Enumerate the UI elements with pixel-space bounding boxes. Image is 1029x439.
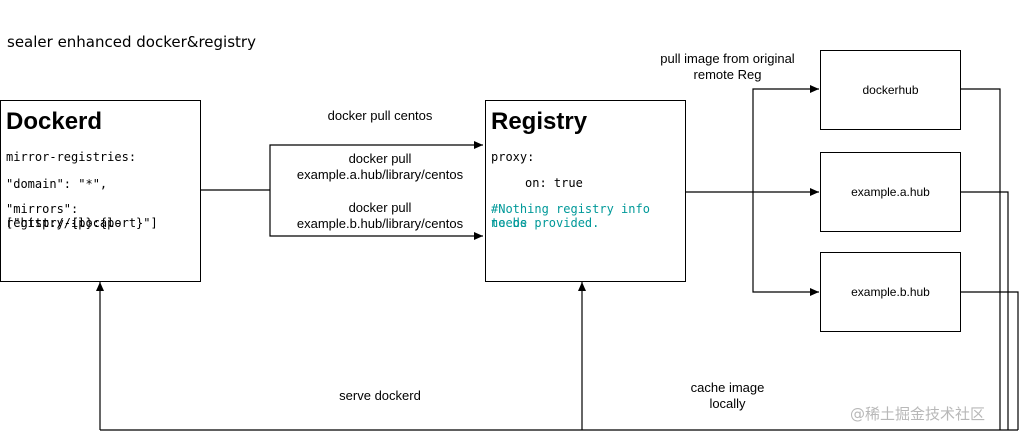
registry-line-2: on: true: [525, 176, 583, 190]
diagram-heading: sealer enhanced docker&registry: [7, 33, 256, 51]
b-hub-box: example.b.hub: [820, 252, 961, 332]
dockerd-line-2: "domain": "*",: [6, 177, 108, 191]
arrow-pull-b: [269, 190, 483, 240]
b-hub-label: example.b.hub: [851, 285, 930, 299]
label-pull-a: docker pull example.a.hub/library/centos: [275, 151, 485, 183]
label-pull-b: docker pull example.b.hub/library/centos: [275, 200, 485, 232]
registry-comment-1: #Nothing registry info needs: [491, 202, 650, 230]
registry-box: Registry proxy: on: true #Nothing regist…: [485, 100, 686, 282]
registry-title: Registry: [491, 108, 588, 135]
watermark: @稀土掘金技术社区: [850, 405, 986, 423]
label-cache-line-2: locally: [709, 396, 746, 411]
dockerd-line-1: mirror-registries:: [6, 150, 137, 164]
dockerd-line-4: registry-ip}:{port}"]: [6, 216, 158, 230]
dockerhub-label: dockerhub: [862, 83, 919, 97]
label-cache-line-1: cache image: [690, 380, 765, 395]
return-b-hub: [960, 291, 1019, 430]
dockerhub-box: dockerhub: [820, 50, 961, 130]
dockerd-line-3: "mirrors": ["http://{local-: [6, 202, 122, 230]
arrow-to-dockerhub: [752, 85, 819, 192]
registry-comment-2: to be provided.: [491, 216, 600, 230]
a-hub-label: example.a.hub: [851, 185, 930, 199]
return-a-hub: [960, 191, 1009, 430]
arrow-to-b-hub: [752, 192, 819, 296]
label-pull-original-line-1: pull image from original: [660, 51, 795, 66]
label-serve-dockerd: serve dockerd: [339, 388, 421, 403]
label-pull-original: pull image from original remote Reg: [640, 51, 815, 83]
return-dockerhub: [960, 88, 1001, 430]
label-pull-original-line-2: remote Reg: [693, 67, 762, 82]
label-pull-a-line-2: example.a.hub/library/centos: [296, 167, 464, 182]
registry-line-1: proxy:: [491, 150, 535, 164]
label-docker-pull-centos: docker pull centos: [327, 108, 433, 123]
a-hub-box: example.a.hub: [820, 152, 961, 232]
dockerd-title: Dockerd: [6, 108, 103, 135]
label-pull-b-line-1: docker pull: [348, 200, 412, 215]
arrow-pull-a: [269, 141, 483, 190]
label-cache-image: cache image locally: [670, 380, 785, 412]
label-pull-b-line-2: example.b.hub/library/centos: [296, 216, 464, 231]
label-pull-a-line-1: docker pull: [348, 151, 412, 166]
dockerd-box: Dockerd mirror-registries: "domain": "*"…: [0, 100, 201, 282]
